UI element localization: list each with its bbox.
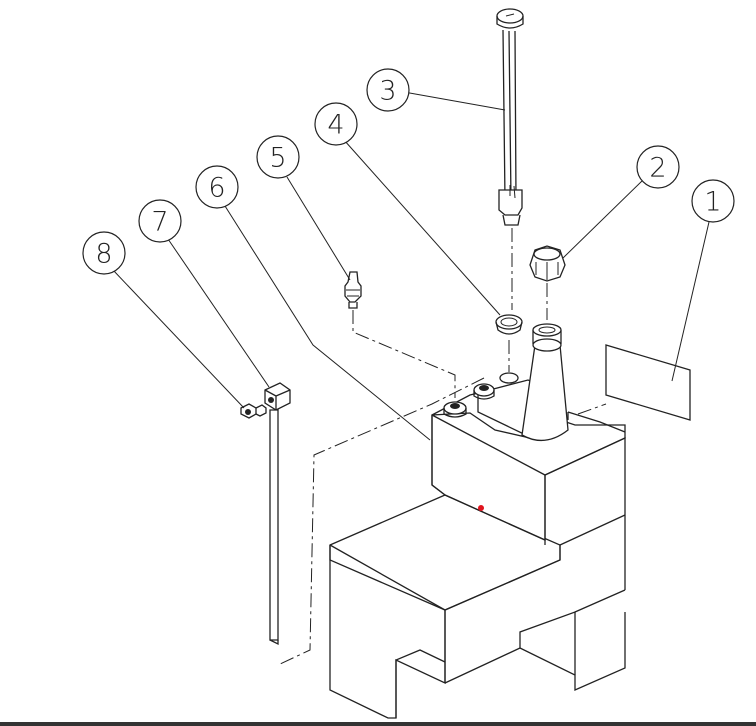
- callout-2-label: 2: [649, 153, 666, 184]
- barb-fitting: [344, 271, 456, 398]
- pickup-tube: [264, 382, 291, 646]
- callout-4-label: 4: [327, 110, 344, 141]
- fuel-tank: [329, 379, 626, 719]
- callout-6-label: 6: [208, 173, 225, 204]
- callout-3: 3: [366, 68, 410, 112]
- callout-8: 8: [82, 231, 126, 275]
- callout-7-label: 7: [151, 207, 168, 238]
- callout-5: 5: [256, 135, 300, 179]
- filler-neck: [521, 323, 569, 442]
- tank-ports: [443, 372, 519, 418]
- callout-4: 4: [314, 102, 358, 146]
- callout-8-label: 8: [95, 239, 112, 270]
- callout-3-label: 3: [379, 76, 396, 107]
- red-marker-dot: [478, 505, 484, 511]
- grommet: [495, 314, 523, 372]
- callout-7: 7: [138, 199, 182, 243]
- hose-route: [277, 377, 485, 666]
- fuel-cap: [529, 245, 566, 320]
- small-fitting: [240, 403, 267, 419]
- callout-5-label: 5: [269, 143, 286, 174]
- callout-1-label: 1: [704, 187, 721, 218]
- callout-1: 1: [691, 179, 735, 223]
- label-plate: [577, 344, 691, 421]
- bottom-border: [0, 722, 756, 726]
- leader-lines: [112, 91, 710, 441]
- callout-6: 6: [195, 165, 239, 209]
- sender-rod: [496, 8, 524, 310]
- callout-2: 2: [636, 145, 680, 189]
